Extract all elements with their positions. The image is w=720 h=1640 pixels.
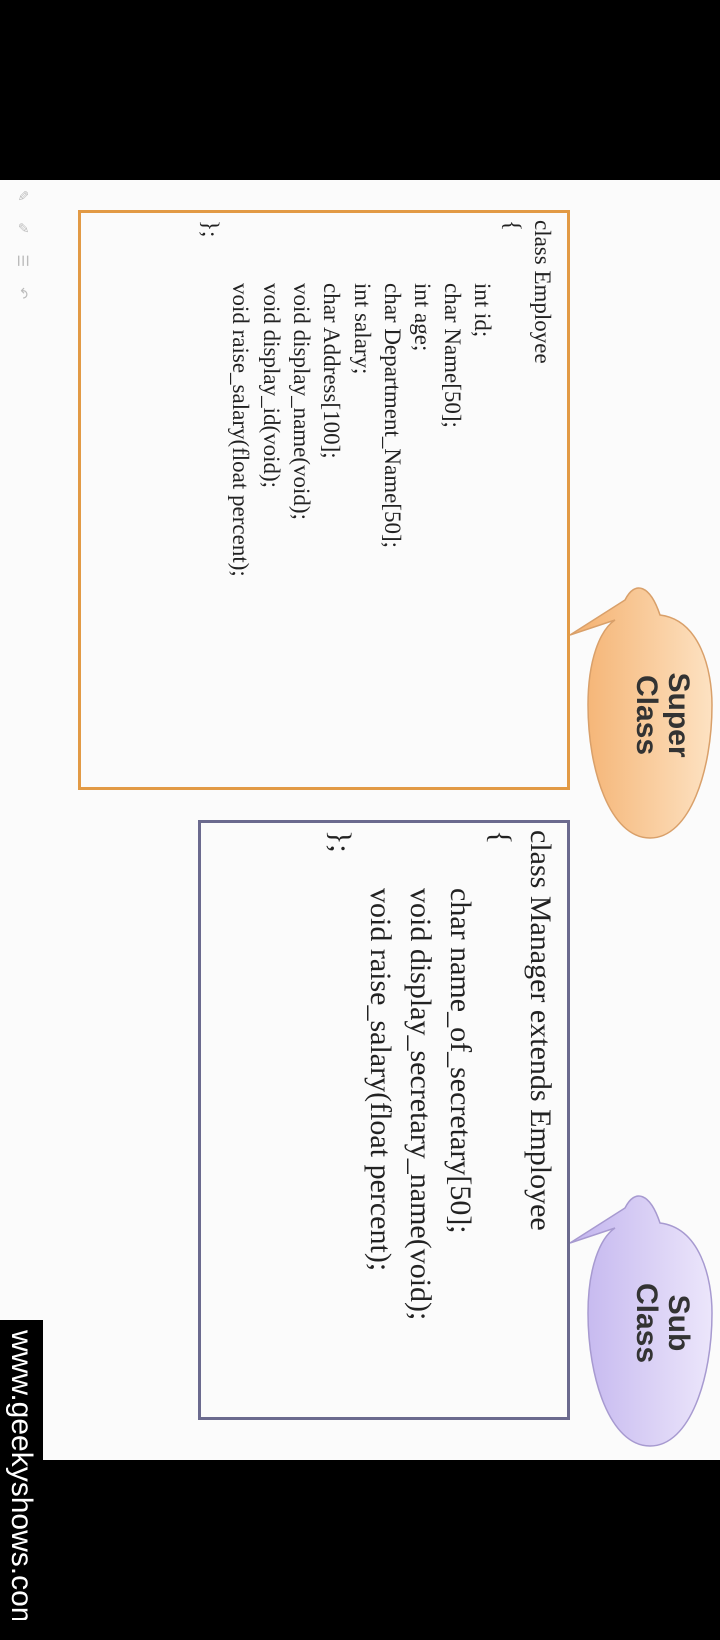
code-line: char Name[50]; xyxy=(440,283,465,428)
player-toolbar-icons[interactable]: ✎ ✐ ☰ ↶ xyxy=(14,190,30,308)
code-line: int salary; xyxy=(350,283,375,375)
super-class-bubble-shape xyxy=(570,587,713,839)
code-line: void display_name(void); xyxy=(289,283,314,520)
watermark: www.geekyshows.com xyxy=(0,1320,43,1620)
code-line: void display_secretary_name(void); xyxy=(404,888,437,1321)
sub-class-bubble xyxy=(570,1195,713,1447)
sub-class-label-line1: Sub xyxy=(662,1294,695,1352)
code-line: }; xyxy=(324,830,357,853)
code-line: void raise_salary(float percent); xyxy=(228,283,253,577)
code-line: void display_id(void); xyxy=(259,283,284,489)
super-class-label: Super Class xyxy=(630,615,696,815)
sub-class-label: Sub Class xyxy=(630,1223,696,1423)
super-class-bubble xyxy=(570,587,713,839)
code-line: class Employee xyxy=(530,220,555,364)
super-class-label-line1: Super xyxy=(662,672,695,758)
code-line: char name_of_secretary[50]; xyxy=(444,888,477,1234)
code-line: int age; xyxy=(410,283,435,352)
code-line: char Address[100]; xyxy=(319,283,344,459)
code-line: }; xyxy=(198,220,223,238)
code-line: char Department_Name[50]; xyxy=(380,283,405,549)
video-frame: ✎ ✐ ☰ ↶ Super Class xyxy=(0,180,720,1620)
code-line: void raise_salary(float percent); xyxy=(364,888,397,1272)
code-line: class Manager extends Employee xyxy=(524,830,557,1231)
sub-class-bubble-shape xyxy=(570,1195,713,1447)
code-line: { xyxy=(500,220,525,232)
code-line: { xyxy=(484,830,517,845)
sub-class-label-line2: Class xyxy=(630,1282,664,1364)
rotated-slide: ✎ ✐ ☰ ↶ Super Class xyxy=(0,180,720,1620)
code-line: int id; xyxy=(470,283,495,338)
super-class-label-line2: Class xyxy=(630,674,664,756)
